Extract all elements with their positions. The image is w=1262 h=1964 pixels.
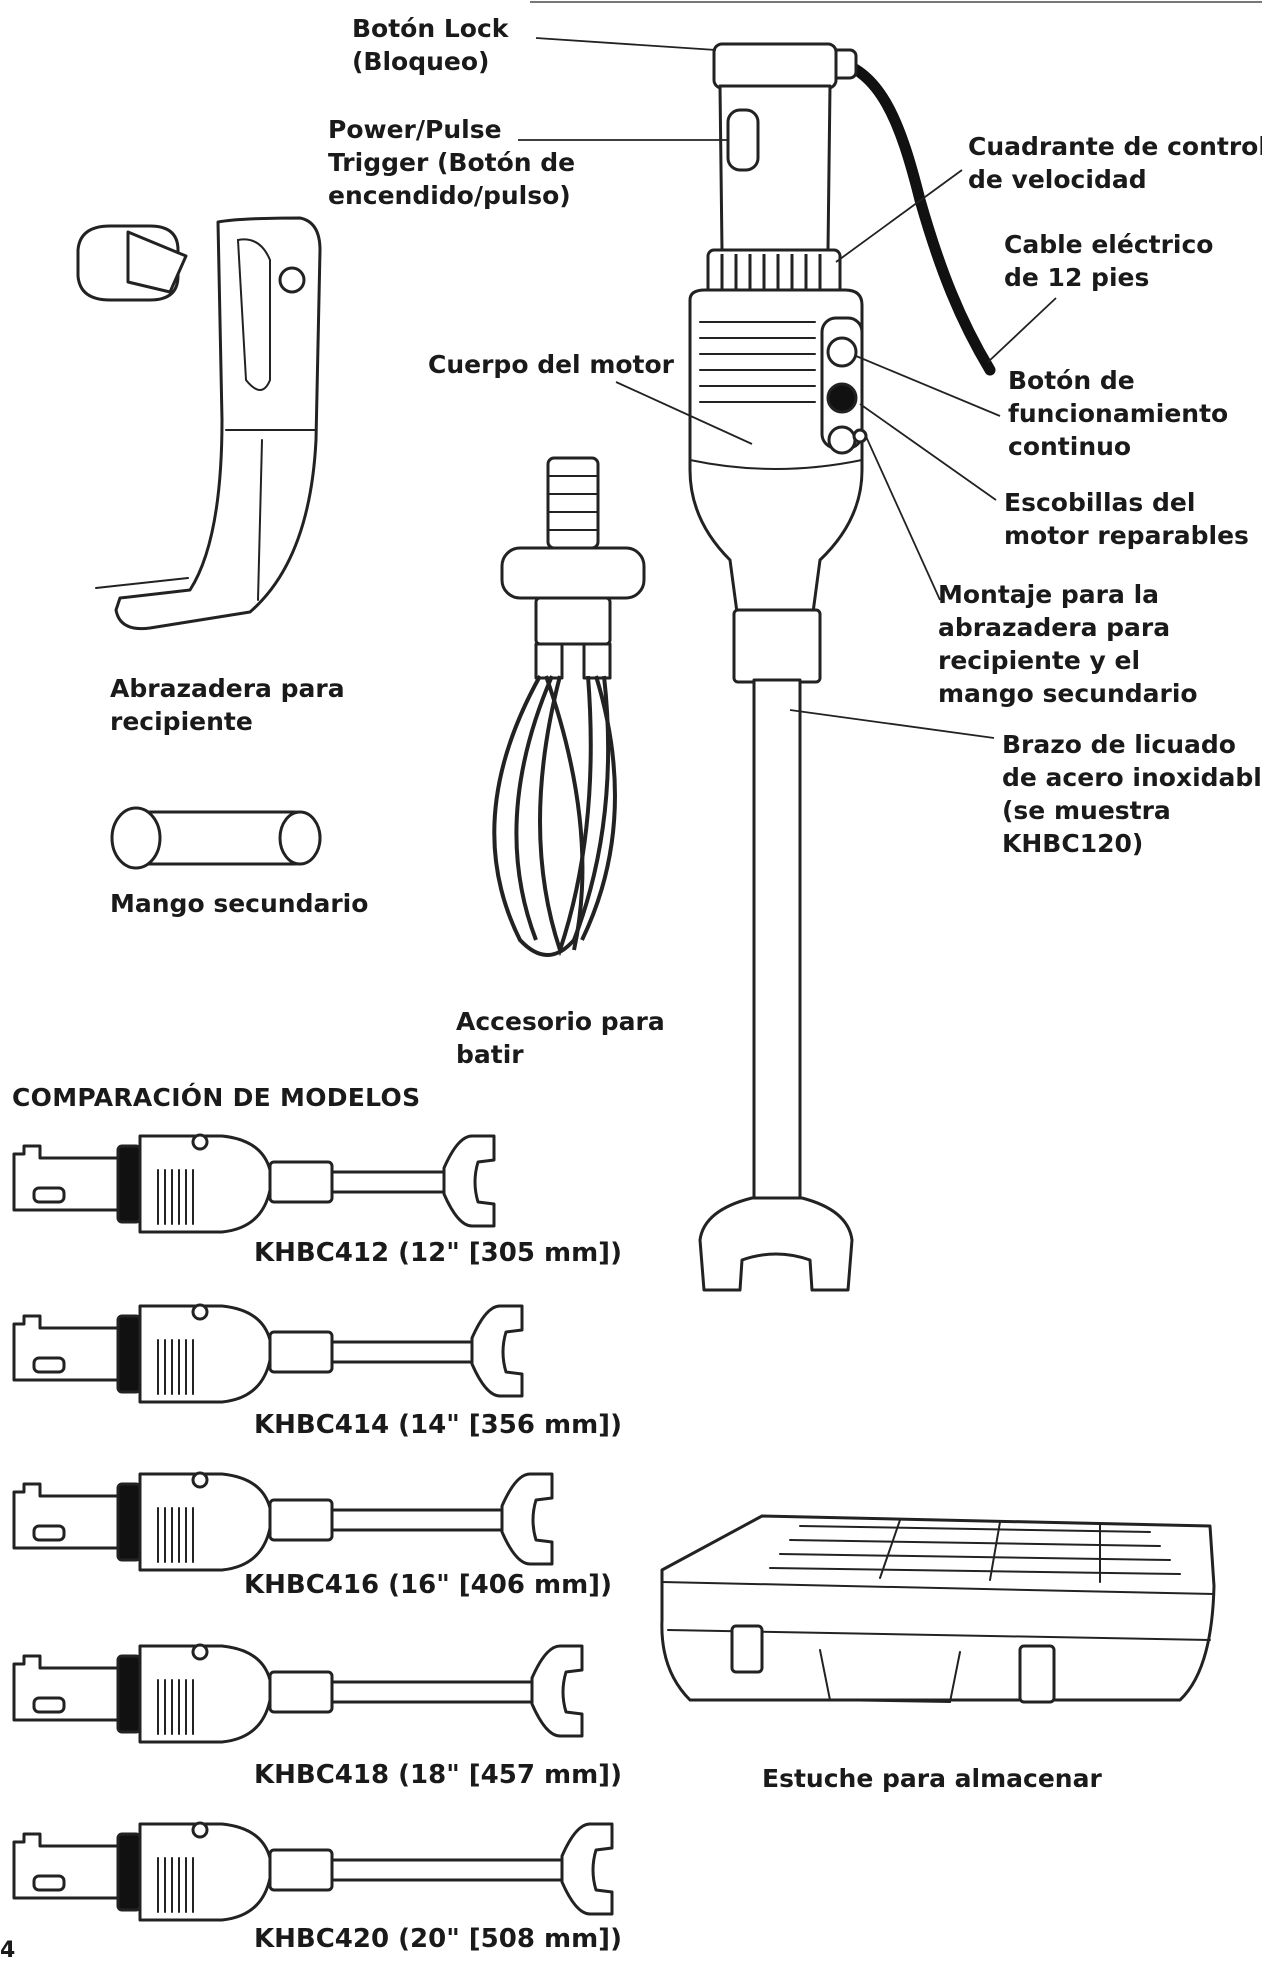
model-blender-khbc414	[12, 1303, 524, 1404]
label-side-handle: Mango secundario	[110, 889, 369, 918]
model-blender-khbc418	[12, 1643, 584, 1744]
storage-case-drawing	[660, 1514, 1216, 1704]
model-blender-khbc416	[12, 1471, 554, 1572]
label-storage-case: Estuche para almacenar	[762, 1764, 1102, 1793]
model-label-khbc414: KHBC414 (14" [356 mm])	[254, 1410, 622, 1440]
page-number: 4	[0, 1938, 16, 1963]
whisk-drawing	[492, 456, 646, 957]
model-label-khbc418: KHBC418 (18" [457 mm])	[254, 1760, 622, 1790]
model-blender-khbc420	[12, 1821, 614, 1922]
model-blender-khbc412	[12, 1133, 496, 1234]
bowl-clamp-drawing	[76, 216, 322, 631]
leader-lines	[518, 37, 1057, 739]
model-label-khbc412: KHBC412 (12" [305 mm])	[254, 1238, 622, 1268]
immersion-blender-drawing	[688, 42, 996, 1292]
label-lock-button: Botón Lock(Bloqueo)	[352, 14, 509, 76]
label-motor-body: Cuerpo del motor	[428, 350, 675, 379]
model-drawings	[12, 1133, 614, 1922]
model-label-khbc420: KHBC420 (20" [508 mm])	[254, 1924, 622, 1954]
model-label-khbc416: KHBC416 (16" [406 mm])	[244, 1570, 612, 1600]
comparison-heading: COMPARACIÓN DE MODELOS	[12, 1083, 421, 1112]
side-handle-drawing	[110, 806, 322, 870]
